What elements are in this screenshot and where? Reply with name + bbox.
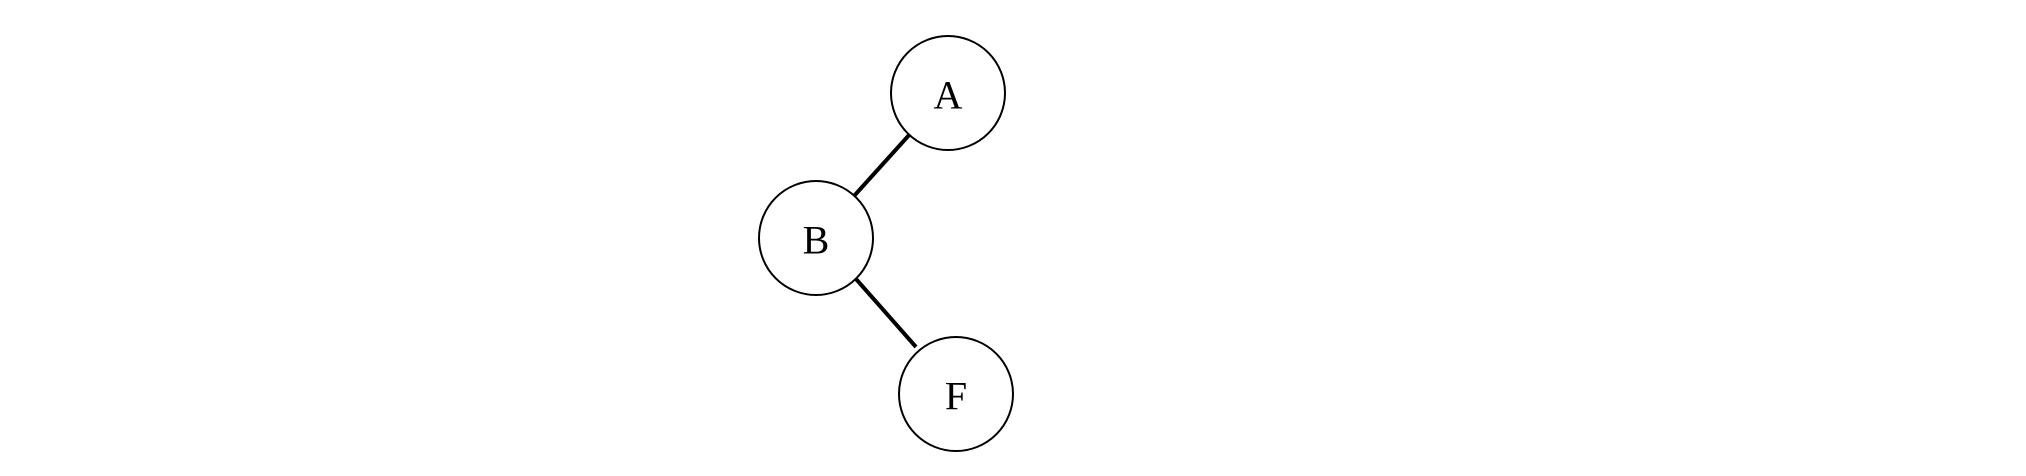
edge-b-f[interactable] [854, 277, 918, 349]
node-a-circle[interactable] [890, 35, 1006, 151]
node-f-label: F [945, 374, 967, 419]
node-a-label: A [934, 73, 963, 118]
node-layer: A B F [758, 35, 1014, 452]
edge-b-a[interactable] [852, 132, 912, 198]
node-f-circle[interactable] [898, 336, 1014, 452]
node-b-label: B [803, 218, 830, 263]
node-b[interactable]: B [758, 180, 874, 296]
node-b-circle[interactable] [758, 180, 874, 296]
node-a[interactable]: A [890, 35, 1006, 151]
node-f[interactable]: F [898, 336, 1014, 452]
edge-layer [852, 132, 918, 349]
